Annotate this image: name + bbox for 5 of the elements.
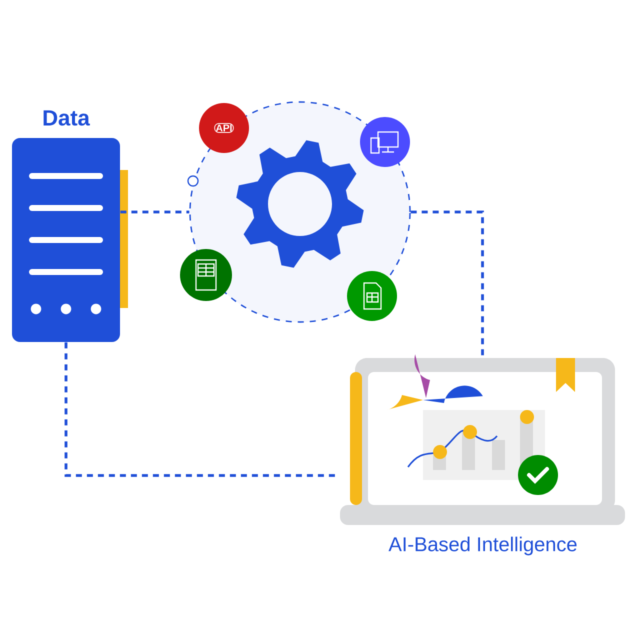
heading: Data: [44, 110, 90, 126]
laptop-caption: AI-Based Intelligence: [388, 536, 577, 556]
connector-line: [410, 210, 484, 358]
connector-line: [120, 210, 190, 214]
connector-line: [64, 342, 338, 477]
